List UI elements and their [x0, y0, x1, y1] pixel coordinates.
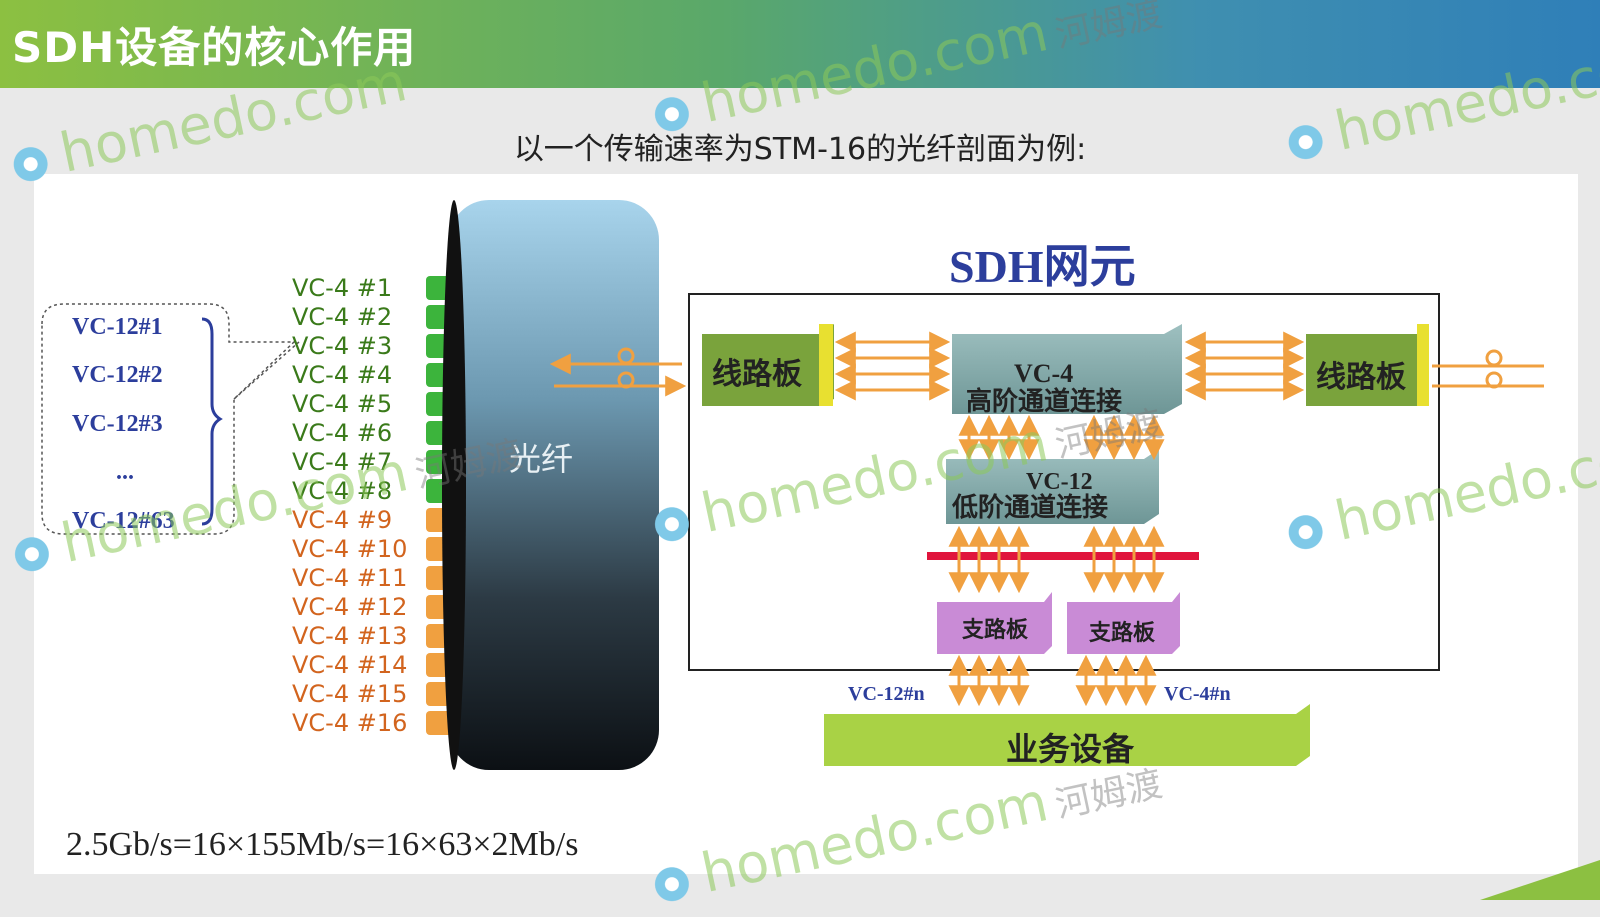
vc12-n-label: VC-12#n — [848, 683, 925, 705]
brand-flower-icon — [641, 493, 703, 556]
fiber-io-left — [549, 347, 687, 397]
hp-block-line1: VC-4 — [1014, 359, 1073, 388]
vc12-item: VC-12#3 — [72, 411, 163, 437]
service-equipment-label: 业务设备 — [1006, 730, 1135, 768]
hp-connect-block — [952, 324, 1182, 414]
corner-accent — [1480, 860, 1600, 900]
vc4-item: VC-4 #10 — [292, 535, 407, 563]
lp-block-line1: VC-12 — [1026, 469, 1093, 495]
vc4-item: VC-4 #8 — [292, 477, 392, 505]
vc4-item: VC-4 #13 — [292, 622, 407, 650]
rate-formula: 2.5Gb/s=16×155Mb/s=16×63×2Mb/s — [66, 826, 579, 863]
tributary-card-2-label: 支路板 — [1089, 620, 1156, 646]
vc4-item: VC-4 #6 — [292, 419, 392, 447]
vc12-brace — [201, 317, 223, 526]
fiber-io-right — [1432, 349, 1544, 389]
tributary-card-1 — [937, 592, 1052, 654]
line-card-left — [702, 324, 834, 406]
fiber-edge — [442, 200, 466, 770]
vc4-item: VC-4 #7 — [292, 448, 392, 476]
line-card-right-label: 线路板 — [1316, 360, 1406, 395]
vc4-item: VC-4 #12 — [292, 593, 407, 621]
callout-line — [233, 341, 300, 400]
vc4-item: VC-4 #15 — [292, 680, 407, 708]
vc12-item: VC-12#2 — [72, 362, 163, 388]
vc4-item: VC-4 #11 — [292, 564, 407, 592]
fiber-cylinder — [449, 200, 659, 770]
ne-title: SDH网元 — [949, 241, 1136, 292]
brand-flower-icon — [641, 853, 703, 916]
vc4-item: VC-4 #5 — [292, 390, 392, 418]
lp-block-line2: 低阶通道连接 — [951, 492, 1108, 523]
tributary-card-2 — [1067, 592, 1180, 654]
brand-flower-icon — [1, 523, 63, 586]
fiber-label: 光纤 — [509, 440, 573, 478]
lp-connect-block — [946, 449, 1159, 524]
brand-flower-icon — [641, 83, 703, 146]
vc4-item: VC-4 #16 — [292, 709, 407, 737]
tributary-card-1-label: 支路板 — [962, 617, 1029, 643]
brand-flower-icon — [1274, 111, 1337, 174]
brand-flower-icon — [1274, 501, 1337, 564]
vc4-item: VC-4 #4 — [292, 361, 392, 389]
sdh-diagram: VC-12#1VC-12#2VC-12#3... VC-12#63 VC-4 #1… — [41, 200, 1544, 770]
tributary-bus — [927, 552, 1199, 560]
vc4-item: VC-4 #2 — [292, 303, 392, 331]
hp-block-line2: 高阶通道连接 — [966, 386, 1122, 417]
line-card-right — [1306, 324, 1429, 406]
line-card-left-label: 线路板 — [712, 357, 802, 392]
network-element-box — [688, 293, 1440, 671]
service-equipment-bar — [824, 704, 1310, 766]
vc4-item: VC-4 #3 — [292, 332, 392, 360]
vc12-item: ... — [116, 459, 134, 485]
vc12-item: VC-12#1 — [72, 314, 163, 340]
slide-subtitle: 以一个传输速率为STM-16的光纤剖面为例: — [513, 132, 1087, 167]
vc4-item: VC-4 #14 — [292, 651, 407, 679]
vc12-item: VC-12#63 — [72, 508, 175, 534]
header-bar: SDH设备的核心作用 — [0, 0, 1600, 88]
vc4-item: VC-4 #9 — [292, 506, 392, 534]
vc4-item: VC-4 #1 — [292, 274, 392, 302]
vc12-callout-bubble — [41, 303, 296, 535]
brand-flower-icon — [0, 133, 62, 196]
vc4-n-label: VC-4#n — [1164, 683, 1231, 705]
page-title: SDH设备的核心作用 — [12, 23, 417, 72]
